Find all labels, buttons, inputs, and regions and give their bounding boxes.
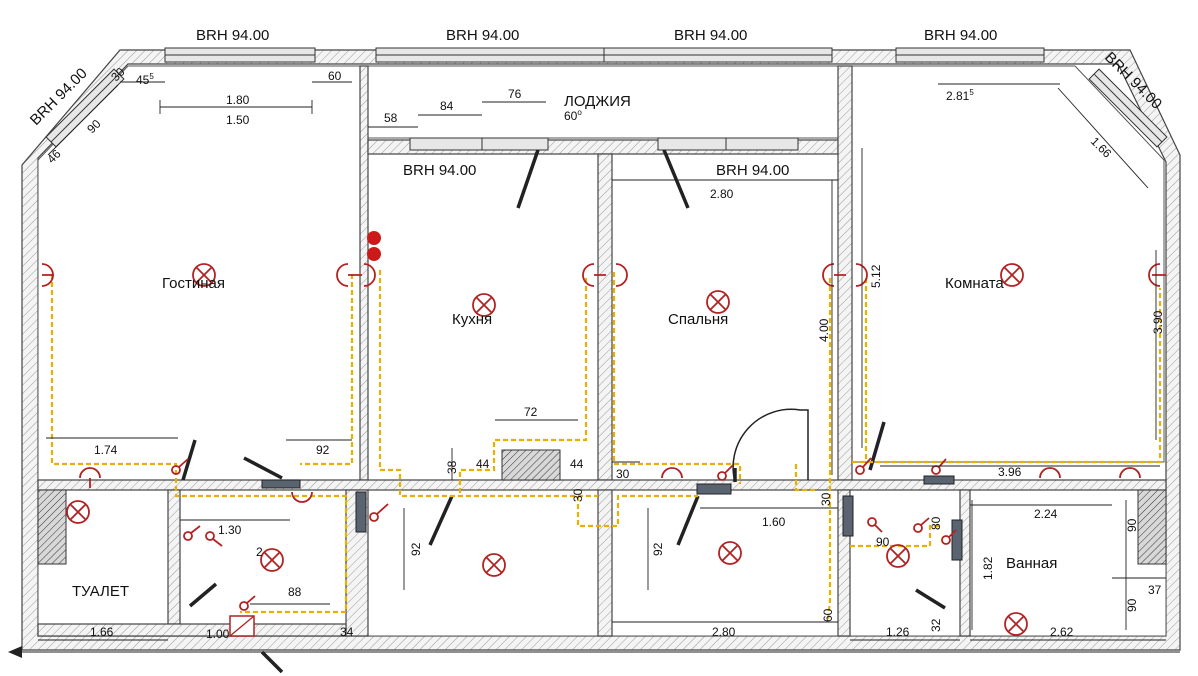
vent-shaft-toilet — [37, 489, 67, 565]
room-label-bedroom: Спальня — [668, 311, 728, 328]
dimension-lines — [8, 81, 1180, 658]
svg-text:2.24: 2.24 — [1034, 507, 1058, 521]
svg-text:1.66: 1.66 — [90, 625, 114, 639]
svg-text:455: 455 — [136, 72, 154, 87]
svg-text:38: 38 — [445, 460, 459, 474]
svg-text:90: 90 — [1125, 518, 1139, 532]
svg-text:60o: 60o — [564, 108, 582, 123]
svg-text:76: 76 — [508, 87, 522, 101]
svg-text:30: 30 — [819, 492, 833, 506]
svg-text:84: 84 — [440, 99, 454, 113]
svg-text:2: 2 — [256, 545, 263, 559]
svg-text:2.62: 2.62 — [1050, 625, 1074, 639]
window-label-1: BRH 94.00 — [196, 27, 269, 44]
room-label-loggia: ЛОДЖИЯ — [564, 93, 631, 110]
svg-text:2.80: 2.80 — [710, 187, 734, 201]
room-label-room: Комната — [945, 275, 1004, 292]
sockets — [41, 231, 1166, 503]
svg-text:1.00: 1.00 — [206, 627, 230, 641]
svg-text:34: 34 — [340, 625, 354, 639]
svg-text:88: 88 — [288, 585, 302, 599]
svg-text:1.74: 1.74 — [94, 443, 118, 457]
windows — [45, 47, 1168, 151]
svg-text:1.80: 1.80 — [226, 93, 250, 107]
svg-text:5.12: 5.12 — [869, 264, 883, 288]
vent-shaft-kitchen — [501, 449, 561, 481]
switches — [171, 457, 957, 611]
svg-text:32: 32 — [929, 618, 943, 632]
svg-text:1.82: 1.82 — [981, 556, 995, 580]
room-label-living: Гостиная — [162, 275, 225, 292]
window-label-6: BRH 94.00 — [716, 162, 789, 179]
svg-text:30: 30 — [616, 467, 630, 481]
svg-text:58: 58 — [384, 111, 398, 125]
window-label-2: BRH 94.00 — [446, 27, 519, 44]
svg-text:1.60: 1.60 — [762, 515, 786, 529]
svg-text:60: 60 — [821, 608, 835, 622]
window-label-4: BRH 94.00 — [924, 27, 997, 44]
svg-text:90: 90 — [876, 535, 890, 549]
svg-text:2.815: 2.815 — [946, 88, 974, 103]
window-label-5: BRH 94.00 — [403, 162, 476, 179]
doors — [181, 149, 946, 674]
svg-text:3.96: 3.96 — [998, 465, 1022, 479]
radiators — [229, 475, 963, 637]
svg-text:44: 44 — [476, 457, 490, 471]
svg-text:2.80: 2.80 — [712, 625, 736, 639]
room-label-bathroom: Ванная — [1006, 555, 1057, 572]
vent-shaft-bath — [1137, 489, 1167, 565]
room-label-kitchen: Кухня — [452, 311, 492, 328]
window-label-3: BRH 94.00 — [674, 27, 747, 44]
svg-text:30: 30 — [571, 488, 585, 502]
svg-text:90: 90 — [1125, 598, 1139, 612]
svg-text:72: 72 — [524, 405, 538, 419]
svg-text:1.50: 1.50 — [226, 113, 250, 127]
svg-text:92: 92 — [316, 443, 330, 457]
room-outlines — [37, 65, 1167, 637]
svg-text:1.30: 1.30 — [218, 523, 242, 537]
room-label-toilet: ТУАЛЕТ — [72, 583, 129, 600]
svg-text:4.00: 4.00 — [817, 318, 831, 342]
svg-text:92: 92 — [409, 542, 423, 556]
svg-text:3.90: 3.90 — [1151, 310, 1165, 334]
electrical-wiring — [50, 270, 1162, 621]
svg-text:37: 37 — [1148, 583, 1162, 597]
dimension-labels: 30 455 60 1.80 1.50 90 46 58 84 76 60o 2… — [44, 65, 1165, 641]
svg-text:44: 44 — [570, 457, 584, 471]
svg-text:80: 80 — [929, 516, 943, 530]
light-fixtures — [66, 263, 1028, 636]
svg-text:60: 60 — [328, 69, 342, 83]
svg-text:1.26: 1.26 — [886, 625, 910, 639]
svg-text:92: 92 — [651, 542, 665, 556]
